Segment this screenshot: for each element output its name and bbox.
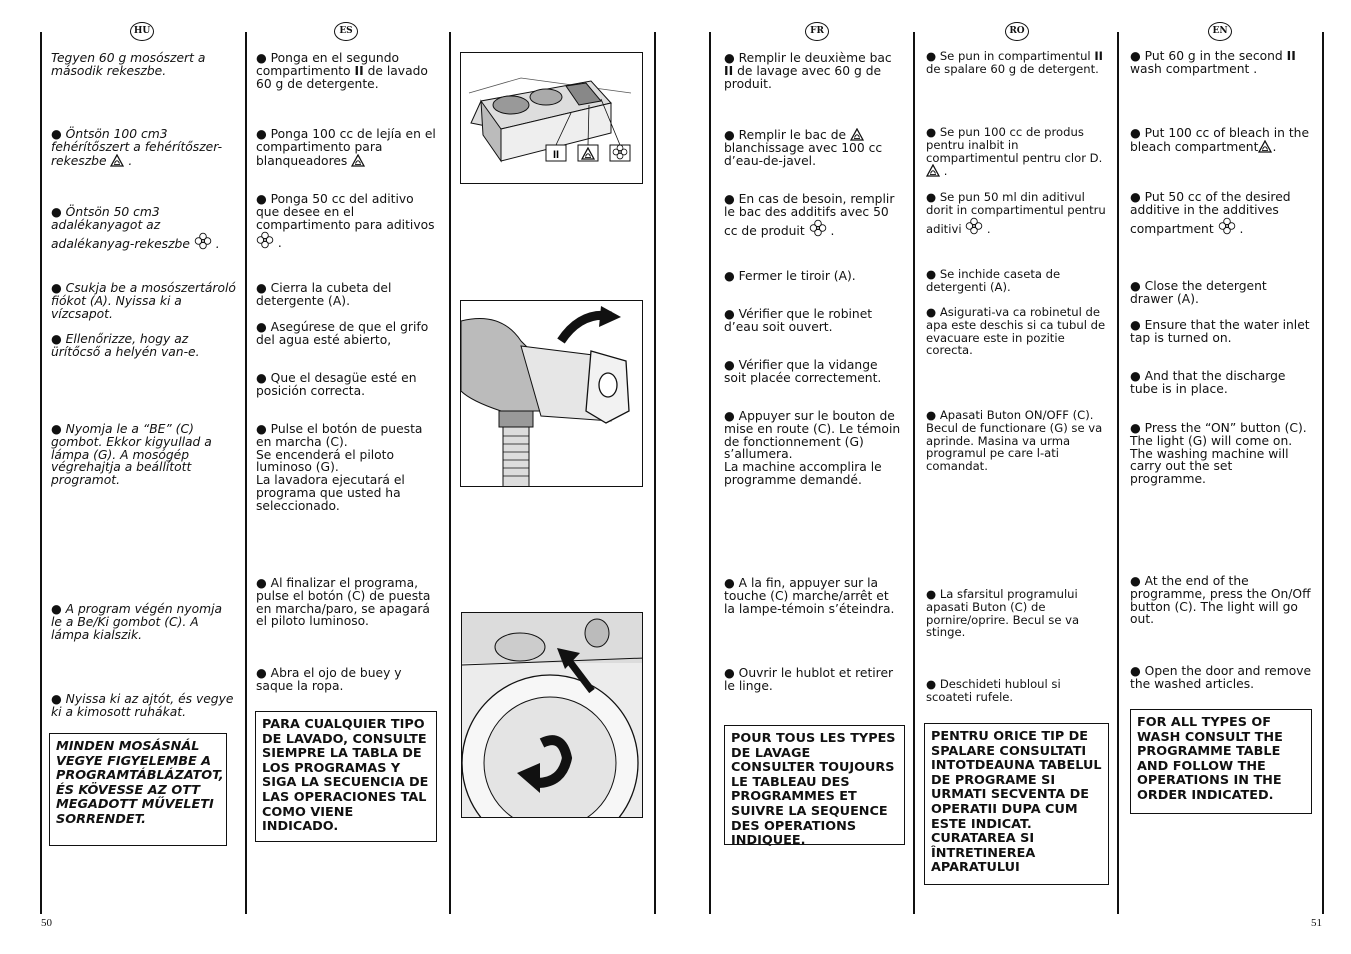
es-step-bleach: ● Ponga 100 cc de lejía en el compartime… xyxy=(256,127,436,168)
fr-notice-box: POUR TOUS LES TYPES DE LAVAGE CONSULTER … xyxy=(724,725,905,848)
fr-step-bleach: ● Remplir le bac de blanchissage avec 10… xyxy=(724,128,883,168)
page-number-right: 51 xyxy=(1311,917,1322,929)
lang-badge-es: ES xyxy=(334,22,358,41)
washing-machine-illustration xyxy=(461,612,643,818)
page-number-left: 50 xyxy=(41,917,52,929)
es-step-close-drawer: ● Cierra la cubeta del detergente (A). xyxy=(256,281,392,308)
column-rule xyxy=(913,32,915,914)
column-rule xyxy=(1322,32,1324,914)
fr-step-close-drawer: ● Fermer le tiroir (A). xyxy=(724,269,856,283)
additive-flower-icon xyxy=(809,219,827,237)
ro-step-open-door: ● Deschideti hubloul si scoateti rufele. xyxy=(926,677,1061,704)
en-step-bleach: ● Put 100 cc of bleach in the bleach com… xyxy=(1130,126,1310,154)
fr-step-end: ● A la fin, appuyer sur la touche (C) ma… xyxy=(724,576,895,616)
fr-step-start: ● Appuyer sur le bouton de mise en route… xyxy=(724,409,901,487)
bleach-triangle-icon xyxy=(850,128,864,141)
hu-step-end: ● A program végén nyomja le a Be/Ki gomb… xyxy=(51,602,223,642)
bleach-triangle-icon xyxy=(351,154,365,167)
bleach-triangle-icon xyxy=(110,154,124,167)
fr-step-additive: ● En cas de besoin, remplir le bac des a… xyxy=(724,192,895,238)
hu-step-check-hose: ● Ellenőrizze, hogy az ürítőcső a helyén… xyxy=(51,332,200,359)
hu-step-open-door: ● Nyissa ki az ajtót, és vegye ki a kimo… xyxy=(51,692,234,719)
column-rule xyxy=(1117,32,1119,914)
ro-notice-box: PENTRU ORICE TIP DE SPALARE CONSULTATI I… xyxy=(924,723,1109,885)
en-step-tap: ● Ensure that the water inlet tap is tur… xyxy=(1130,318,1310,345)
water-tap-illustration xyxy=(460,300,643,487)
hu-step-start: ● Nyomja le a “BE” (C) gombot. Ekkor kig… xyxy=(51,422,212,488)
fr-step-drain: ● Vérifier que la vidange soit placée co… xyxy=(724,358,882,385)
hu-notice-box: MINDEN MOSÁSNÁL VEGYE FIGYELEMBE A PROGR… xyxy=(49,733,227,846)
es-step-tap: ● Asegúrese de que el grifo del agua est… xyxy=(256,320,429,347)
fr-step-tap: ● Vérifier que le robinet d’eau soit ouv… xyxy=(724,307,873,334)
ro-step-close-drawer: ● Se inchide caseta de detergenti (A). xyxy=(926,267,1061,294)
hu-step-close-drawer: ● Csukja be a mosószertároló fiókot (A).… xyxy=(51,281,236,321)
bleach-triangle-icon xyxy=(1258,140,1272,153)
additive-flower-icon xyxy=(194,232,212,250)
es-step-open-door: ● Abra el ojo de buey y saque la ropa. xyxy=(256,666,402,693)
additive-flower-icon xyxy=(256,231,274,249)
en-notice-box: FOR ALL TYPES OF WASH CONSULT THE PROGRA… xyxy=(1130,709,1312,814)
es-step-detergent: ● Ponga en el segundo compartimento II d… xyxy=(256,51,428,91)
lang-badge-en: EN xyxy=(1208,22,1232,41)
column-rule xyxy=(654,32,656,914)
fr-step-detergent: ● Remplir le deuxième bac II de lavage a… xyxy=(724,51,892,91)
roman-two-icon: II xyxy=(553,149,559,161)
bleach-triangle-icon xyxy=(926,164,940,177)
en-step-additive: ● Put 50 cc of the desired additive in t… xyxy=(1130,190,1291,236)
en-step-drain: ● And that the discharge tube is in plac… xyxy=(1130,369,1286,396)
additive-flower-icon xyxy=(1218,217,1236,235)
es-step-drain: ● Que el desagüe esté en posición correc… xyxy=(256,371,417,398)
ro-step-start: ● Apasati Buton ON/OFF (C). Becul de fun… xyxy=(926,408,1103,474)
lang-badge-hu: HU xyxy=(130,22,154,41)
es-step-additive: ● Ponga 50 cc del aditivo que desee en e… xyxy=(256,192,435,251)
en-step-start: ● Press the “ON” button (C). The light (… xyxy=(1130,421,1307,487)
lang-badge-fr: FR xyxy=(805,22,829,41)
es-notice-box: PARA CUALQUIER TIPO DE LAVADO, CONSULTE … xyxy=(255,711,437,842)
column-rule xyxy=(40,32,42,914)
en-step-open-door: ● Open the door and remove the washed ar… xyxy=(1130,664,1312,691)
en-step-detergent: ● Put 60 g in the second II wash compart… xyxy=(1130,49,1296,76)
additive-flower-icon xyxy=(965,217,983,235)
hu-step-additive: ● Öntsön 50 cm3 adalékanyagot az adaléka… xyxy=(51,205,220,251)
hu-step-bleach: ● Öntsön 100 cm3 fehérítőszert a fehérít… xyxy=(51,127,223,168)
detergent-drawer-illustration: II xyxy=(460,52,643,184)
ro-step-bleach: ● Se pun 100 cc de produs pentru inalbit… xyxy=(926,125,1103,179)
fr-step-open-door: ● Ouvrir le hublot et retirer le linge. xyxy=(724,666,894,693)
ro-step-detergent: ● Se pun in compartimentul II de spalare… xyxy=(926,49,1103,76)
lang-badge-ro: RO xyxy=(1005,22,1029,41)
column-rule xyxy=(709,32,711,914)
es-step-end: ● Al finalizar el programa, pulse el bot… xyxy=(256,576,431,629)
es-step-start: ● Pulse el botón de puesta en marcha (C)… xyxy=(256,422,423,513)
ro-step-additive: ● Se pun 50 ml din aditivul dorit in com… xyxy=(926,190,1106,236)
en-step-end: ● At the end of the programme, press the… xyxy=(1130,574,1311,627)
ro-step-end: ● La sfarsitul programului apasati Buton… xyxy=(926,587,1080,640)
column-rule xyxy=(245,32,247,914)
en-step-close-drawer: ● Close the detergent drawer (A). xyxy=(1130,279,1267,306)
column-rule xyxy=(449,32,451,914)
ro-step-tap-drain: ● Asigurati-va ca robinetul de apa este … xyxy=(926,305,1106,358)
hu-step-detergent: Tegyen 60 g mosószert a második rekeszbe… xyxy=(51,51,206,78)
